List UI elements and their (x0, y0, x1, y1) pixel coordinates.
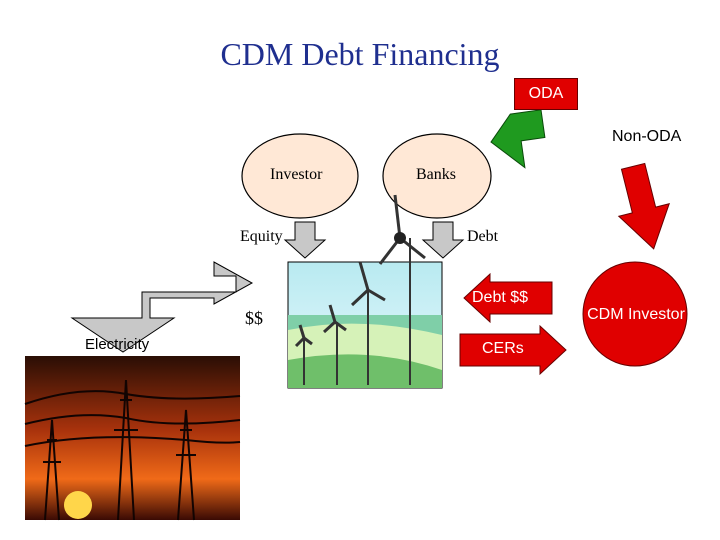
debt-money-label: Debt $$ (472, 289, 529, 306)
cers-arrow (459, 324, 567, 376)
equity-label: Equity (240, 228, 283, 245)
debt-label: Debt (467, 228, 499, 245)
debt-money-arrow (463, 272, 553, 324)
non-oda-label: Non-ODA (612, 128, 682, 145)
oda-box: ODA (514, 78, 578, 110)
electricity-arrow (70, 261, 254, 353)
banks-label: Banks (416, 166, 456, 183)
oda-arrow (490, 109, 546, 169)
power-lines-image (24, 356, 241, 521)
wind-farm-image (287, 194, 443, 389)
page-title: CDM Debt Financing (220, 36, 500, 72)
cers-label: CERs (482, 340, 524, 357)
investor-label: Investor (270, 166, 323, 183)
money-label: $$ (245, 308, 263, 328)
non-oda-arrow (617, 162, 671, 250)
cdm-investor-circle (582, 261, 688, 367)
banks-ellipse (382, 133, 492, 219)
cdm-investor-label: CDM Investor (587, 306, 685, 323)
investor-ellipse (241, 133, 359, 219)
debt-arrow (421, 221, 465, 259)
equity-arrow (283, 221, 327, 259)
electricity-label: Electricity (85, 336, 150, 353)
